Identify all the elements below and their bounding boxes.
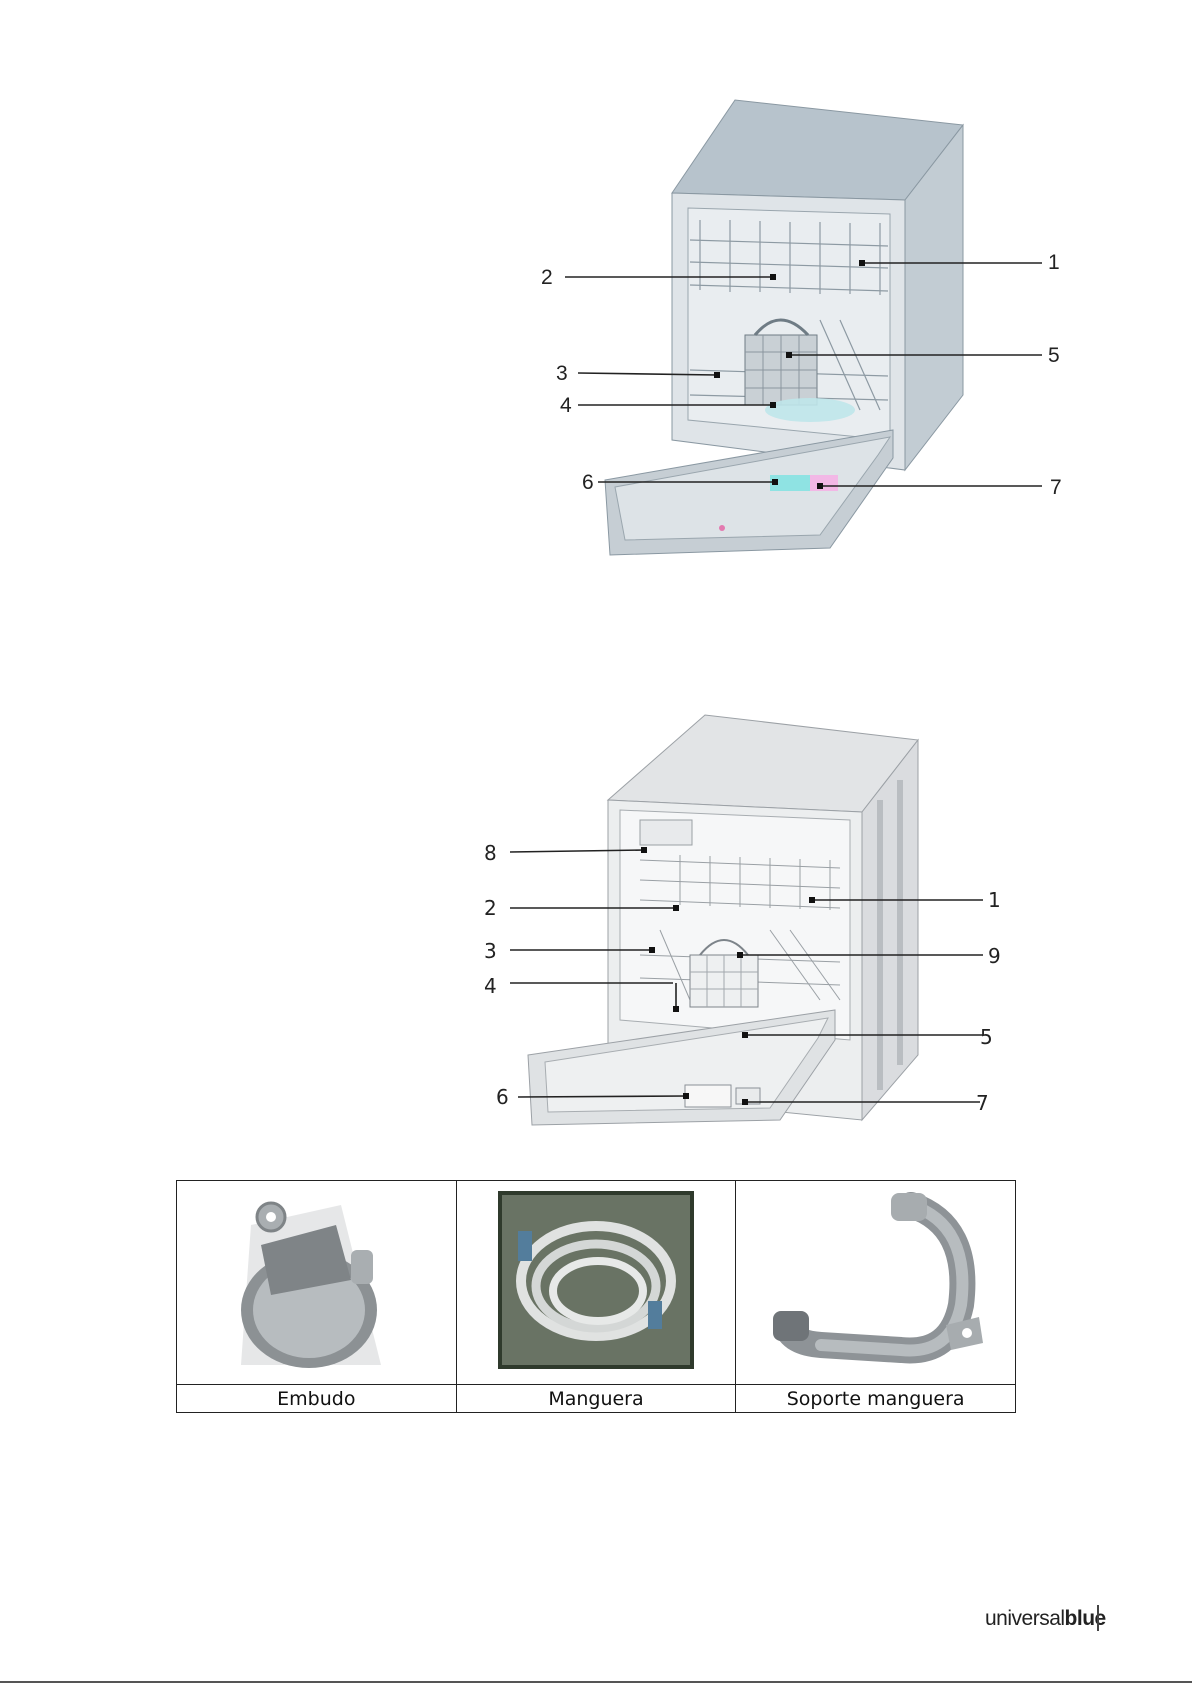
callout-8: 8 — [484, 841, 497, 865]
funnel-icon — [231, 1185, 401, 1375]
hose-cell — [456, 1181, 736, 1385]
callout-2: 2 — [541, 266, 553, 290]
callout-4: 4 — [484, 974, 497, 998]
callout-7: 7 — [976, 1091, 989, 1115]
dishwasher-illustration-2 — [0, 700, 1192, 1180]
callout-5: 5 — [1048, 344, 1060, 368]
footer-divider — [1097, 1605, 1099, 1631]
callout-1: 1 — [988, 888, 1001, 912]
brand-logo-light: universal — [985, 1607, 1065, 1630]
dishwasher-illustration-1 — [0, 0, 1192, 580]
brand-logo-bold: blue — [1065, 1607, 1106, 1630]
callout-2: 2 — [484, 896, 497, 920]
brand-logo: universalblue — [985, 1607, 1106, 1631]
hose-label: Manguera — [456, 1385, 736, 1413]
accessories-image-row — [177, 1181, 1016, 1385]
funnel-label: Embudo — [177, 1385, 457, 1413]
callout-1: 1 — [1048, 251, 1060, 275]
callout-4: 4 — [560, 394, 572, 418]
funnel-cell — [177, 1181, 457, 1385]
callout-6: 6 — [496, 1085, 509, 1109]
callout-5: 5 — [980, 1025, 993, 1049]
accessories-table: Embudo Manguera Soporte manguera — [176, 1180, 1016, 1413]
accessories-label-row: Embudo Manguera Soporte manguera — [177, 1385, 1016, 1413]
hose-holder-icon — [761, 1185, 991, 1375]
hose-icon — [498, 1191, 694, 1369]
bottom-rule — [0, 1681, 1192, 1683]
callout-3: 3 — [484, 939, 497, 963]
callout-9: 9 — [988, 944, 1001, 968]
callout-3: 3 — [556, 362, 568, 386]
callout-6: 6 — [582, 471, 594, 495]
hose-holder-label: Soporte manguera — [736, 1385, 1016, 1413]
hose-holder-cell — [736, 1181, 1016, 1385]
callout-7: 7 — [1050, 476, 1062, 500]
